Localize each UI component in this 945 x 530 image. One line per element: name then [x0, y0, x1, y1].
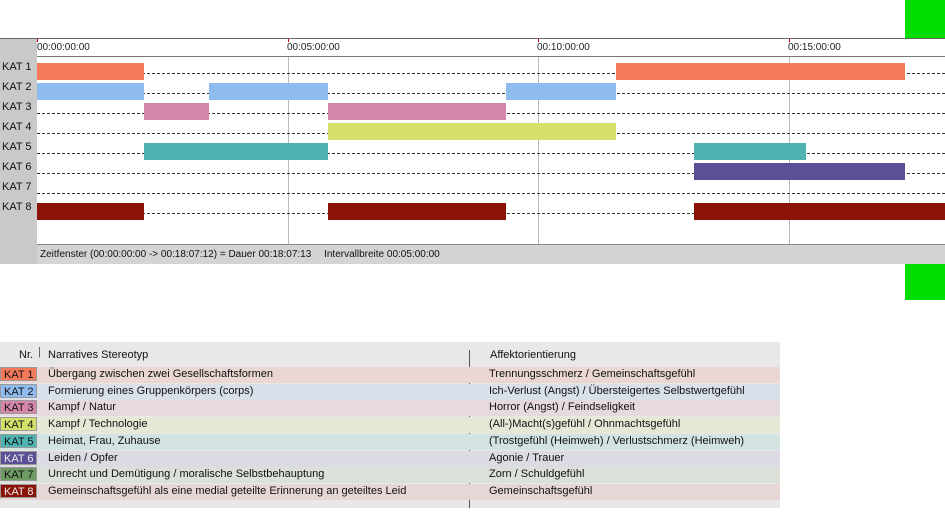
grid-line — [538, 57, 539, 244]
segment-kat-2[interactable] — [37, 83, 144, 100]
legend-badge: KAT 3 — [0, 400, 37, 415]
segment-kat-4[interactable] — [327, 123, 616, 140]
legend-badge: KAT 7 — [0, 467, 37, 482]
legend-stereotyp: Übergang zwischen zwei Gesellschaftsform… — [48, 368, 273, 380]
row-guide — [37, 93, 945, 94]
legend-header-affekt: Affektorientierung — [490, 349, 577, 361]
legend-affekt: Gemeinschaftsgefühl — [489, 484, 593, 497]
row-guide — [37, 153, 945, 154]
segment-kat-2[interactable] — [506, 83, 616, 100]
legend-row: KAT 6 Leiden / Opfer Agonie / Trauer — [0, 450, 780, 467]
legend-row: KAT 1 Übergang zwischen zwei Gesellschaft… — [0, 367, 780, 383]
tick-label: 00:10:00:00 — [537, 42, 590, 53]
legend-badge: KAT 1 — [0, 367, 37, 381]
legend-affekt: Horror (Angst) / Feindseligkeit — [489, 401, 636, 414]
row-guide — [37, 73, 945, 74]
segment-kat-3[interactable] — [327, 103, 507, 120]
segment-kat-3[interactable] — [143, 103, 209, 120]
segment-kat-2[interactable] — [209, 83, 328, 100]
legend-affekt: Ich-Verlust (Angst) / Übersteigertes Sel… — [489, 384, 745, 397]
status-window: Zeitfenster (00:00:00:00 -> 00:18:07:12)… — [40, 249, 312, 260]
legend-row: KAT 4 Kampf / Technologie (All-)Macht(s)ge… — [0, 417, 780, 434]
legend-stereotyp: Leiden / Opfer — [48, 451, 118, 464]
legend-badge: KAT 4 — [0, 417, 37, 432]
legend-stereotyp: Unrecht und Demütigung / moralische Selb… — [48, 468, 325, 481]
row-guide — [37, 193, 945, 194]
legend-affekt: (Trostgefühl (Heimweh) / Verlustschmerz … — [489, 434, 745, 447]
row-label-kat-6: KAT 6 — [2, 161, 32, 173]
tick-mark — [288, 39, 289, 42]
legend-affekt: Agonie / Trauer — [489, 451, 565, 464]
green-marker-top — [905, 0, 945, 38]
segment-kat-8[interactable] — [693, 203, 945, 220]
legend-header-stereotyp: Narratives Stereotyp — [48, 349, 149, 361]
row-label-kat-2: KAT 2 — [2, 81, 32, 93]
legend-affekt: Trennungsschmerz / Gemeinschaftsgefühl — [489, 368, 696, 380]
legend-row: KAT 2 Formierung eines Gruppenkörpers (co… — [0, 383, 780, 400]
status-interval: Intervallbreite 00:05:00:00 — [324, 249, 440, 260]
legend-row: KAT 7 Unrecht und Demütigung / moralische… — [0, 467, 780, 484]
row-label-kat-1: KAT 1 — [2, 61, 32, 73]
segment-kat-5[interactable] — [693, 143, 806, 160]
segment-kat-5[interactable] — [143, 143, 328, 160]
tick-mark — [37, 39, 38, 42]
tick-mark — [789, 39, 790, 42]
time-ruler[interactable]: 00:00:00:00 00:05:00:00 00:10:00:00 00:1… — [37, 39, 945, 57]
status-bar: Zeitfenster (00:00:00:00 -> 00:18:07:12)… — [37, 244, 945, 264]
row-label-kat-4: KAT 4 — [2, 121, 32, 133]
legend-badge: KAT 5 — [0, 433, 37, 448]
tick-mark — [538, 39, 539, 42]
legend-badge: KAT 8 — [0, 483, 37, 498]
legend-stereotyp: Kampf / Technologie — [48, 418, 148, 431]
legend-row: KAT 3 Kampf / Natur Horror (Angst) / Feind… — [0, 400, 780, 417]
tick-label: 00:15:00:00 — [788, 42, 841, 53]
row-label-kat-5: KAT 5 — [2, 141, 32, 153]
legend-badge: KAT 6 — [0, 450, 37, 465]
legend-affekt: Zorn / Schuldgefühl — [489, 468, 585, 481]
tick-label: 00:00:00:00 — [37, 42, 90, 53]
segment-kat-1[interactable] — [615, 63, 906, 80]
legend-affekt: (All-)Macht(s)gefühl / Ohnmachtsgefühl — [489, 418, 681, 431]
legend-stereotyp: Kampf / Natur — [48, 401, 116, 414]
tick-label: 00:05:00:00 — [287, 42, 340, 53]
segment-kat-1[interactable] — [37, 63, 144, 80]
legend-stereotyp: Gemeinschaftsgefühl als eine medial gete… — [48, 484, 407, 497]
legend-row: KAT 5 Heimat, Frau, Zuhause (Trostgefühl (… — [0, 433, 780, 450]
row-label-kat-7: KAT 7 — [2, 181, 32, 193]
segment-kat-8[interactable] — [37, 203, 144, 220]
legend-stereotyp: Formierung eines Gruppenkörpers (corps) — [48, 384, 254, 397]
row-label-kat-3: KAT 3 — [2, 101, 32, 113]
legend-header-separator: | — [38, 346, 41, 358]
row-guide — [37, 173, 945, 174]
legend-header-nr: Nr. — [19, 349, 34, 361]
segment-kat-8[interactable] — [327, 203, 507, 220]
segment-kat-6[interactable] — [693, 163, 906, 180]
legend-badge: KAT 2 — [0, 383, 37, 398]
row-label-kat-8: KAT 8 — [2, 201, 32, 213]
green-marker-bottom — [905, 264, 945, 300]
legend-row: KAT 8 Gemeinschaftsgefühl als eine medial… — [0, 483, 780, 500]
legend-stereotyp: Heimat, Frau, Zuhause — [48, 434, 161, 447]
